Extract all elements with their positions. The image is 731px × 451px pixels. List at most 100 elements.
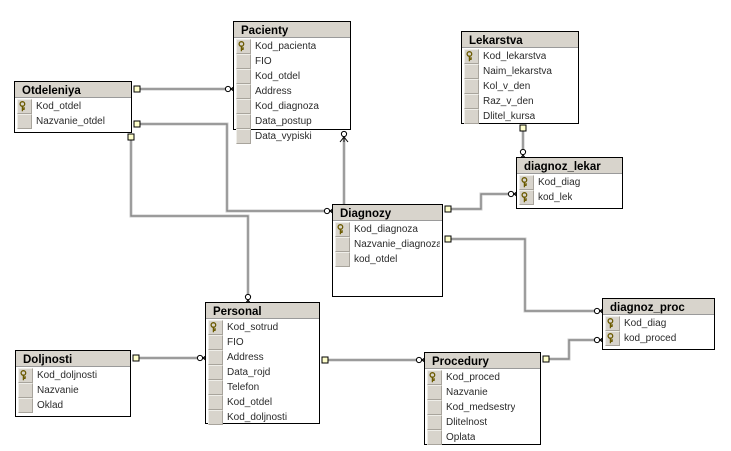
field-marker-cell (427, 400, 442, 415)
field-row[interactable]: Kod_otdel (17, 99, 129, 114)
field-marker-cell (18, 383, 33, 398)
field-marker-cell (236, 69, 251, 84)
field-label: Kod_doljnosti (227, 412, 288, 423)
rel-otdeleniya-personal[interactable] (127, 133, 253, 306)
field-row[interactable]: Kod_medsestry (427, 400, 538, 415)
field-label: Telefon (227, 382, 260, 393)
field-row[interactable]: Oplata (427, 430, 538, 445)
field-row[interactable]: Data_vypiski (236, 129, 348, 144)
field-row[interactable]: Kod_otdel (208, 395, 317, 410)
field-marker-cell (17, 114, 32, 129)
field-label: Kod_sotrud (227, 322, 279, 333)
field-row[interactable]: Nazvanie (427, 385, 538, 400)
table-title-diagnoz_lekar[interactable]: diagnoz_lekar (517, 158, 622, 174)
table-title-procedury[interactable]: Procedury (425, 353, 540, 369)
rel-diagnozy-diagnoz_lekar[interactable] (444, 189, 520, 213)
field-row[interactable]: Kod_doljnosti (18, 368, 128, 383)
field-row[interactable]: kod_proced (605, 331, 712, 346)
key-icon (519, 190, 534, 205)
field-marker-cell (236, 84, 251, 99)
rel-lekarstva-diagnoz_lekar[interactable] (518, 124, 528, 161)
field-row[interactable]: kod_otdel (335, 252, 440, 267)
field-row[interactable]: Kod_otdel (236, 69, 348, 84)
field-row[interactable]: Nazvanie (18, 383, 128, 398)
field-marker-cell (335, 252, 350, 267)
field-label: Data_postup (255, 116, 312, 127)
cardinality-one-marker (321, 356, 329, 364)
field-row[interactable]: Kod_diag (605, 316, 712, 331)
field-row[interactable]: FIO (208, 335, 317, 350)
field-row[interactable]: Kod_diagnoza (236, 99, 348, 114)
field-row[interactable]: FIO (236, 54, 348, 69)
field-label: Kod_proced (446, 372, 500, 383)
field-label: Kod_pacienta (255, 41, 317, 52)
field-row[interactable]: Kod_pacienta (236, 39, 348, 54)
field-row[interactable]: Telefon (208, 380, 317, 395)
field-row[interactable]: Raz_v_den (464, 94, 576, 109)
table-title-lekarstva[interactable]: Lekarstva (462, 32, 578, 48)
field-label: Raz_v_den (483, 96, 534, 107)
field-label: Kod_otdel (227, 397, 273, 408)
field-row[interactable]: Nazvanie_otdel (17, 114, 129, 129)
field-label: Nazvanie_otdel (36, 116, 105, 127)
table-title-otdeleniya[interactable]: Otdeleniya (15, 82, 131, 98)
field-label: Address (227, 352, 264, 363)
rel-otdeleniya-pacienty[interactable] (133, 84, 237, 94)
rel-procedury-diagnoz_proc[interactable] (542, 335, 606, 363)
table-title-diagnozy[interactable]: Diagnozy (333, 205, 442, 221)
rel-doljnosti-personal[interactable] (132, 353, 209, 363)
table-title-diagnoz_proc[interactable]: diagnoz_proc (603, 299, 714, 315)
field-label: Nazvanie (446, 387, 488, 398)
field-row[interactable]: Kod_doljnosti (208, 410, 317, 425)
field-row[interactable]: Address (236, 84, 348, 99)
field-row[interactable]: Kod_sotrud (208, 320, 317, 335)
field-row[interactable]: Kod_proced (427, 370, 538, 385)
cardinality-one-marker (444, 205, 452, 213)
field-row[interactable]: Dlitelnost (427, 415, 538, 430)
field-row[interactable]: Kod_diag (519, 175, 620, 190)
key-icon (464, 49, 479, 64)
field-row[interactable]: Kol_v_den (464, 79, 576, 94)
rel-diagnozy-diagnoz_proc[interactable] (444, 235, 606, 316)
cardinality-one-marker (133, 120, 141, 128)
field-label: Dlitelnost (446, 417, 488, 428)
table-title-pacienty[interactable]: Pacienty (234, 22, 350, 38)
field-marker-cell (208, 410, 223, 425)
field-label: Dlitel_kursa (483, 111, 536, 122)
field-marker-cell (464, 64, 479, 79)
cardinality-one-marker (127, 133, 135, 141)
field-row[interactable]: Data_rojd (208, 365, 317, 380)
table-title-personal[interactable]: Personal (206, 303, 319, 319)
field-row[interactable]: Kod_diagnoza (335, 222, 440, 237)
field-label: Kod_lekarstva (483, 51, 547, 62)
field-label: Kod_doljnosti (37, 370, 98, 381)
field-row[interactable]: Address (208, 350, 317, 365)
field-row[interactable]: Naim_lekarstva (464, 64, 576, 79)
field-row[interactable]: kod_lek (519, 190, 620, 205)
field-row[interactable]: Oklad (18, 398, 128, 413)
field-row[interactable]: Dlitel_kursa (464, 109, 576, 124)
field-label: Kod_diagnoza (255, 101, 319, 112)
field-row[interactable]: Nazvanie_diagnoza (335, 237, 440, 252)
field-marker-cell (236, 54, 251, 69)
field-row[interactable]: Data_postup (236, 114, 348, 129)
rel-personal-procedury[interactable] (321, 355, 428, 365)
field-row[interactable]: Kod_lekarstva (464, 49, 576, 64)
field-label: Data_rojd (227, 367, 271, 378)
cardinality-one-marker (133, 85, 141, 93)
field-label: Oklad (37, 400, 64, 411)
field-label: Oplata (446, 432, 476, 443)
table-title-doljnosti[interactable]: Doljnosti (16, 351, 130, 367)
